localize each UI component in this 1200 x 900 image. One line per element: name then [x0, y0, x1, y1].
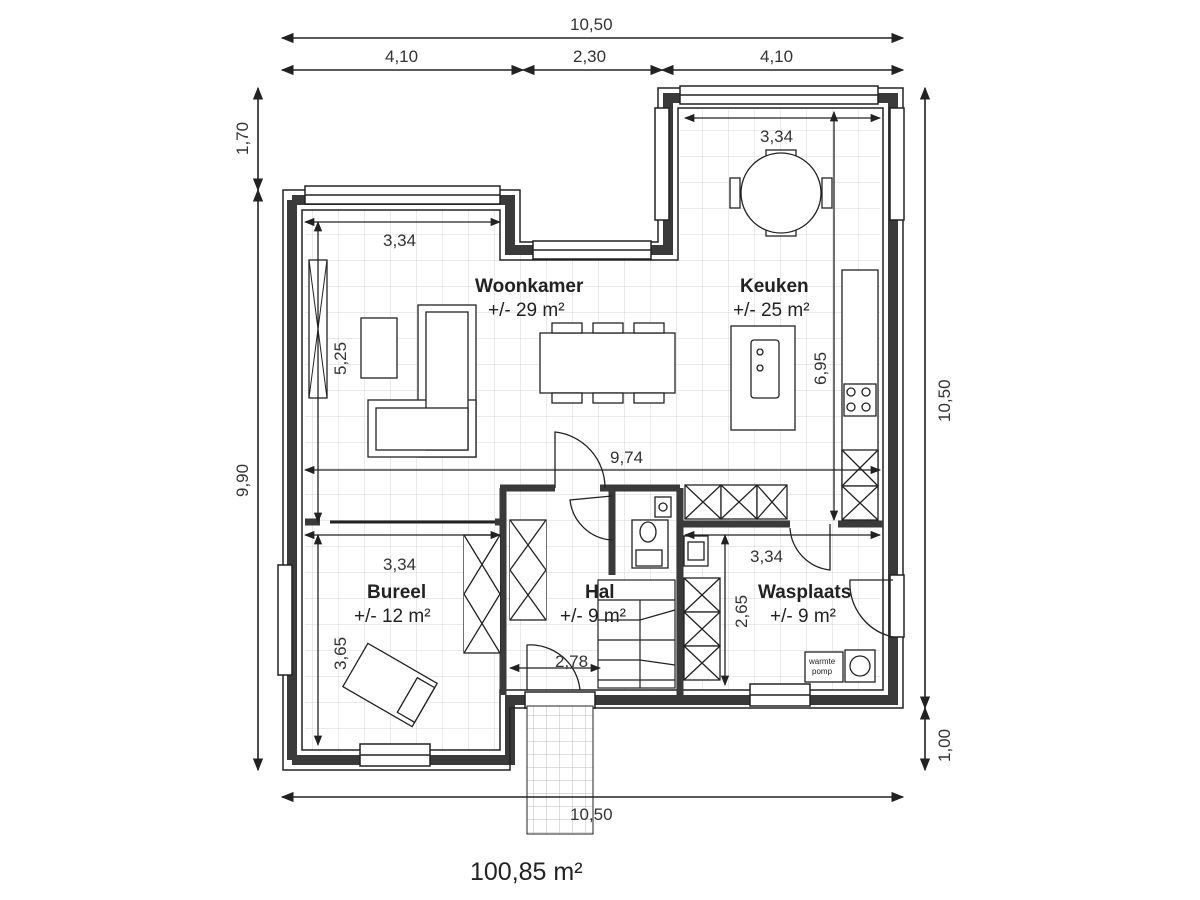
- dim-wasplaats-depth: 2,65: [732, 595, 751, 628]
- room-name-keuken: Keuken: [740, 276, 809, 297]
- dim-right-main: 10,50: [935, 379, 954, 422]
- heatpump-label-line1: warmte: [808, 657, 836, 666]
- wasplaats-cabinets: [683, 535, 721, 681]
- room-area-bureel: +/- 12 m²: [354, 606, 431, 627]
- windows: [277, 85, 905, 767]
- dim-living-span: 9,74: [610, 448, 643, 467]
- room-name-woonkamer: Woonkamer: [475, 276, 584, 297]
- exterior-wall-lines: [282, 87, 904, 771]
- dim-keuken-width: 3,34: [760, 127, 793, 146]
- dim-left-main: 9,90: [233, 464, 252, 497]
- room-area-hal: +/- 9 m²: [560, 606, 626, 627]
- dim-left-top: 1,70: [233, 122, 252, 155]
- dim-woonkamer-width: 3,34: [383, 231, 416, 250]
- dim-top-left: 4,10: [385, 47, 418, 66]
- desk: [341, 642, 439, 728]
- interior-walls: [305, 484, 883, 695]
- room-name-wasplaats: Wasplaats: [758, 582, 851, 603]
- heatpump-label-line2: pomp: [812, 667, 833, 676]
- heat-pump: [804, 649, 876, 683]
- round-table: [729, 149, 833, 237]
- room-name-hal: Hal: [585, 582, 615, 603]
- kitchen-counter: [841, 269, 879, 521]
- floor-tiles: [305, 110, 880, 750]
- dining-table: [539, 322, 676, 404]
- dim-top-mid: 2,30: [573, 47, 606, 66]
- doors: [330, 431, 894, 691]
- dim-right-bottom: 1,00: [935, 729, 954, 762]
- total-area: 100,85 m²: [470, 858, 583, 886]
- room-area-woonkamer: +/- 29 m²: [488, 300, 565, 321]
- bureel-cabinet: [463, 534, 501, 654]
- entrance-path: [526, 705, 594, 835]
- dim-top-right: 4,10: [760, 47, 793, 66]
- staircase: [597, 579, 676, 689]
- kitchen-island: [730, 325, 796, 431]
- dim-wasplaats-width: 3,34: [750, 547, 783, 566]
- dim-bureel-width: 3,34: [383, 555, 416, 574]
- dimension-lines: [252, 32, 931, 803]
- dim-keuken-depth: 6,95: [811, 352, 830, 385]
- sofa: [367, 304, 477, 458]
- dim-top-total: 10,50: [570, 15, 613, 34]
- tall-cabinets: [684, 484, 788, 520]
- dim-bottom-total: 10,50: [570, 805, 613, 824]
- room-area-wasplaats: +/- 9 m²: [770, 606, 836, 627]
- dim-woonkamer-depth: 5,25: [331, 342, 350, 375]
- room-area-keuken: +/- 25 m²: [733, 300, 810, 321]
- room-name-bureel: Bureel: [367, 582, 426, 603]
- dim-bureel-depth: 3,65: [331, 637, 350, 670]
- dim-hal-width: 2,78: [555, 652, 588, 671]
- hal-wardrobe: [509, 519, 547, 621]
- coffee-table: [360, 317, 398, 379]
- room-dimension-lines: [303, 110, 882, 747]
- toilet: [631, 496, 672, 569]
